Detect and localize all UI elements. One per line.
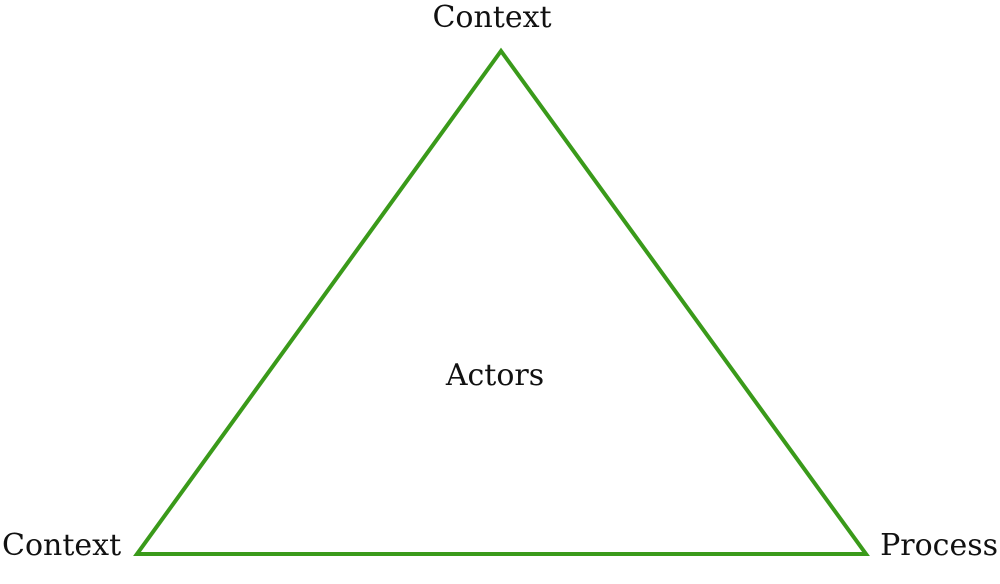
bottom-right-vertex-label: Process (880, 528, 998, 563)
top-vertex-label: Context (432, 0, 552, 35)
triangle-shape (133, 47, 870, 556)
bottom-left-vertex-label: Context (2, 528, 122, 563)
center-label: Actors (445, 358, 545, 393)
